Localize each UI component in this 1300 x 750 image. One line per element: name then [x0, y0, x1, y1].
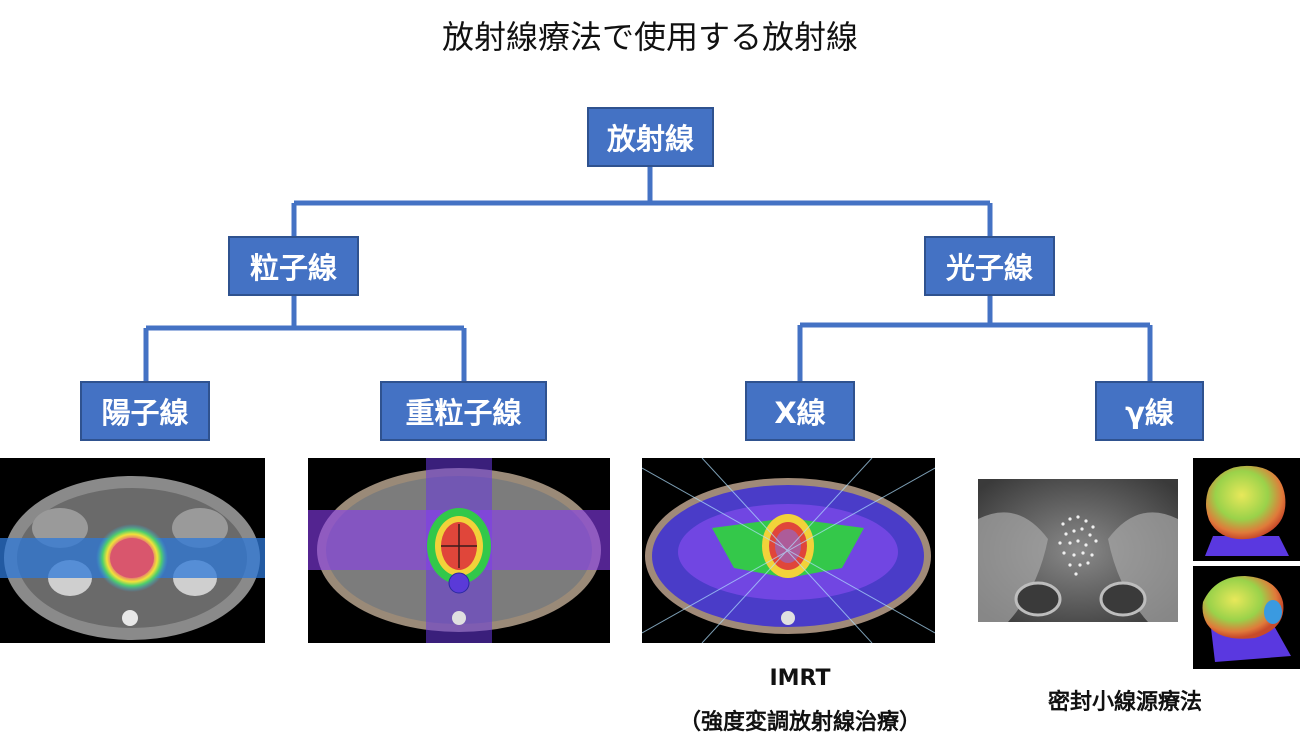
brachytherapy-3d-dose-render-top: [1193, 458, 1300, 561]
node-label: 光子線: [945, 251, 1033, 285]
imrt-caption-line1: IMRT: [769, 666, 831, 691]
imrt-caption-line2: （強度変調放射線治療）: [678, 710, 921, 735]
imrt-caption: IMRT: [745, 666, 855, 691]
page-title: 放射線療法で使用する放射線: [441, 18, 858, 56]
node-label: 粒子線: [249, 251, 337, 285]
node-heavy-ion-beam: 重粒子線: [380, 381, 547, 441]
node-gamma-ray: γ線: [1095, 381, 1204, 441]
proton-dose-ct-image: [0, 458, 265, 643]
node-particle-beam: 粒子線: [228, 236, 359, 296]
connector-photon: [797, 296, 1153, 381]
brachytherapy-caption-text: 密封小線源療法: [1047, 690, 1202, 715]
node-label: 放射線: [606, 122, 694, 156]
node-label: 重粒子線: [405, 396, 522, 430]
imrt-dose-ct-image: [642, 458, 935, 643]
node-photon-beam: 光子線: [924, 236, 1055, 296]
node-label: X線: [774, 396, 826, 430]
connector-particle: [143, 296, 467, 381]
node-label: 陽子線: [101, 396, 189, 430]
brachytherapy-caption: 密封小線源療法: [1010, 684, 1240, 716]
imrt-caption-full-name: （強度変調放射線治療）: [632, 704, 968, 736]
brachytherapy-xray-image: [978, 479, 1178, 622]
connector-root: [291, 165, 993, 236]
node-proton-beam: 陽子線: [80, 381, 210, 441]
node-x-ray: X線: [745, 381, 855, 441]
heavy-ion-dose-ct-image: [308, 458, 610, 643]
brachytherapy-3d-dose-render-bottom: [1193, 566, 1300, 669]
node-radiation: 放射線: [587, 107, 714, 167]
node-label: γ線: [1125, 396, 1174, 430]
